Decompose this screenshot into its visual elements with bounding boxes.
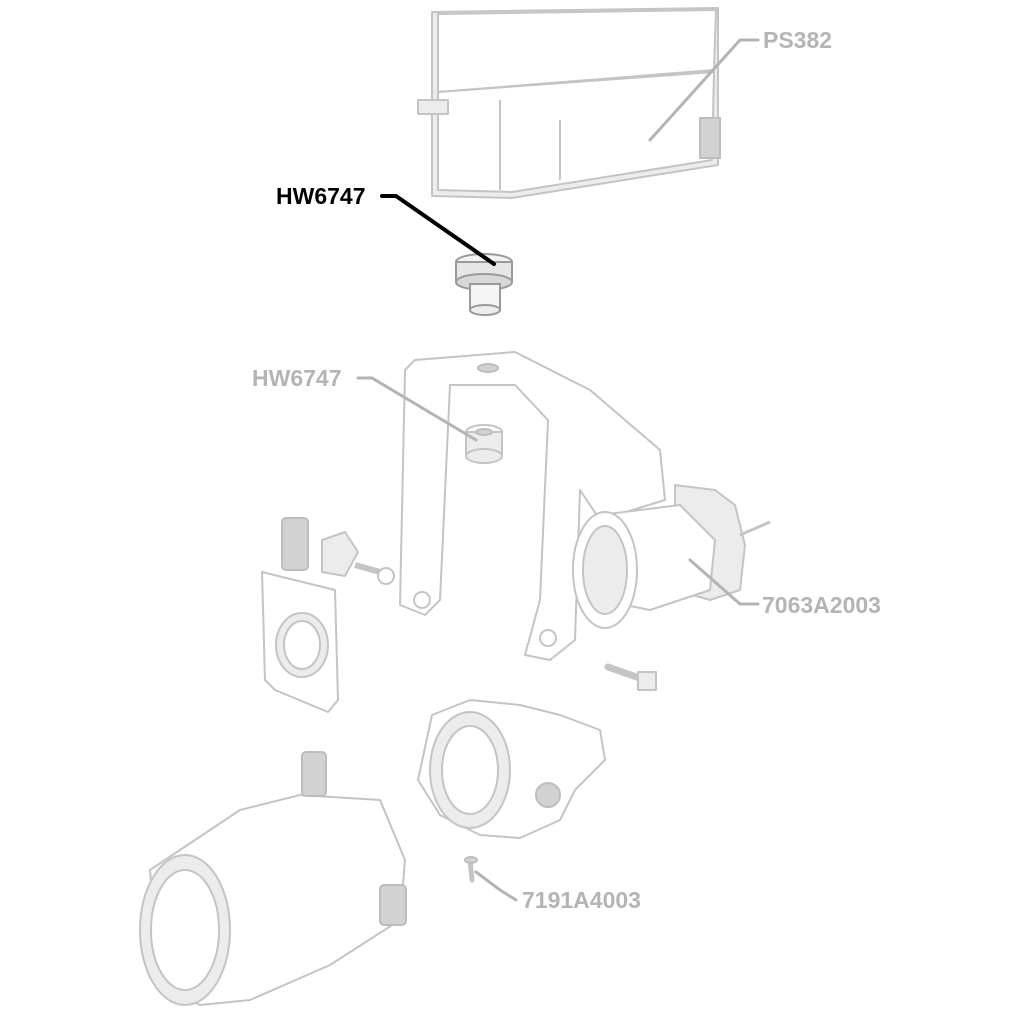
hw6747-yoke-label[interactable]: HW6747 <box>252 365 341 391</box>
hw6747-top-label[interactable]: HW6747 <box>276 183 365 209</box>
ps382-leader <box>648 38 760 142</box>
screw-part[interactable] <box>464 856 478 883</box>
7063a2003-label[interactable]: 7063A2003 <box>762 592 881 618</box>
yoke-part[interactable] <box>399 351 666 661</box>
yoke-bushing-part[interactable] <box>465 424 503 464</box>
highlighted-fastener-part[interactable] <box>455 253 513 316</box>
7063a2003-leader <box>688 558 760 606</box>
7191a4003-label[interactable]: 7191A4003 <box>522 887 641 913</box>
hw6747-yoke-leader <box>356 376 478 442</box>
bolt-part[interactable] <box>604 663 657 691</box>
gate-plate-part[interactable] <box>261 571 339 713</box>
rotating-ring-part[interactable] <box>417 699 606 839</box>
power-supply-part[interactable] <box>417 7 721 199</box>
handle-knob-part[interactable] <box>281 517 395 585</box>
hw6747-top-leader <box>380 194 496 266</box>
7191a4003-leader <box>474 870 518 902</box>
ps382-label[interactable]: PS382 <box>763 27 832 53</box>
lamp-cap-part[interactable] <box>572 484 771 629</box>
lens-barrel-part[interactable] <box>139 751 407 1006</box>
